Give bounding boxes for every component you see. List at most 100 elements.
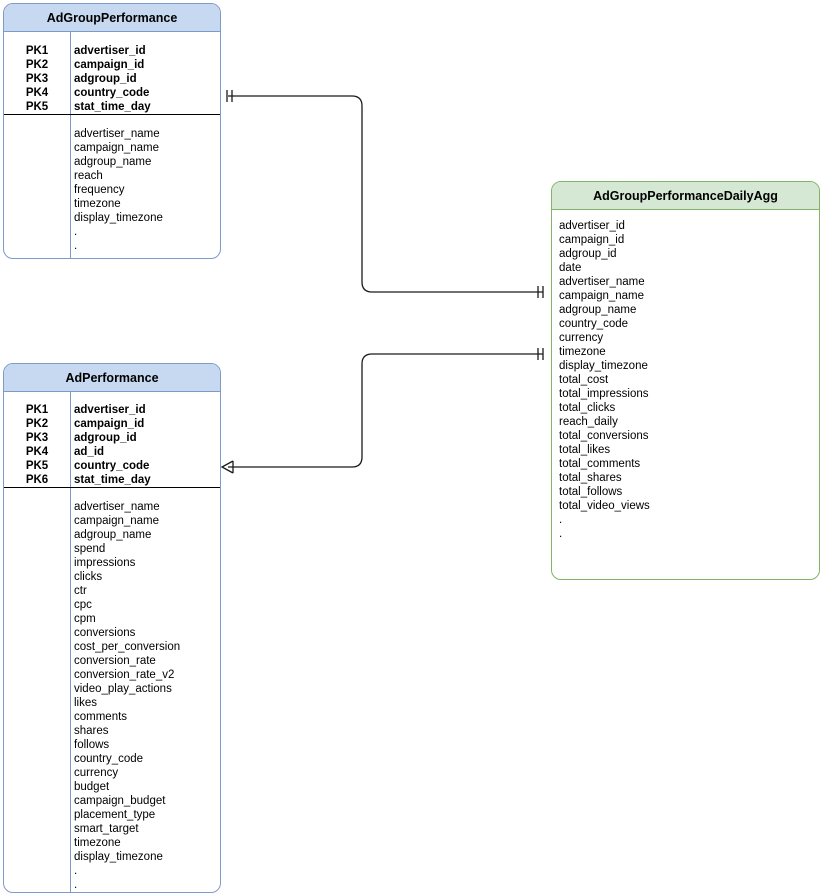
key-label: PK4	[25, 446, 49, 458]
attribute: shares	[74, 725, 109, 737]
cardinality-one-and-only-one-left	[226, 90, 233, 102]
attribute: timezone	[74, 198, 121, 210]
key-label: PK2	[25, 418, 49, 430]
relationship-adgroup-to-agg[interactable]	[226, 90, 544, 298]
attribute: .	[74, 865, 78, 877]
key-label: PK5	[25, 101, 49, 113]
attribute: currency	[74, 767, 119, 779]
entity-adgroup-performance[interactable]: AdGroupPerformance PK1 PK2 PK3 PK4 PK5 a…	[3, 3, 221, 259]
key-label: PK3	[25, 73, 49, 85]
entity-ad-performance[interactable]: AdPerformance PK1 PK2 PK3 PK4 PK5 PK6 ad…	[3, 363, 221, 893]
attribute: comments	[74, 711, 128, 723]
attribute: cpc	[74, 599, 92, 611]
attribute: adgroup_name	[74, 156, 152, 168]
attribute: total_impressions	[559, 388, 649, 400]
attribute: ctr	[74, 585, 87, 597]
attribute: advertiser_id	[559, 220, 625, 232]
attributes-adgroup-performance-daily-agg: advertiser_id campaign_id adgroup_id dat…	[559, 219, 650, 541]
key-attribute-divider	[4, 487, 220, 488]
relationship-ad-to-agg[interactable]	[220, 348, 544, 474]
attribute: cpm	[74, 613, 96, 625]
key-field: country_code	[74, 460, 150, 472]
attribute: reach	[74, 170, 103, 182]
entity-body-adgroup-performance-daily-agg: advertiser_id campaign_id adgroup_id dat…	[552, 210, 819, 579]
attribute: video_play_actions	[74, 683, 172, 695]
key-field: advertiser_id	[74, 45, 146, 57]
cardinality-one-and-only-one-right	[537, 286, 544, 298]
key-field: country_code	[74, 87, 150, 99]
key-field: stat_time_day	[74, 101, 151, 113]
cardinality-one-and-only-one-right-2	[537, 348, 544, 360]
attribute: campaign_budget	[74, 795, 166, 807]
attribute: total_clicks	[559, 402, 616, 414]
attribute: budget	[74, 781, 110, 793]
key-column-divider	[70, 32, 71, 258]
attribute: total_comments	[559, 458, 641, 470]
attribute: timezone	[559, 346, 606, 358]
attribute: advertiser_name	[74, 501, 160, 513]
attribute: .	[74, 879, 78, 891]
attribute: reach_daily	[559, 416, 618, 428]
attribute: currency	[559, 332, 604, 344]
attribute: conversions	[74, 627, 136, 639]
key-label: PK2	[25, 59, 49, 71]
attribute: total_cost	[559, 374, 609, 386]
attribute: cost_per_conversion	[74, 641, 181, 653]
attribute: campaign_id	[559, 234, 625, 246]
attribute: total_shares	[559, 472, 622, 484]
key-field: ad_id	[74, 446, 105, 458]
key-field: advertiser_id	[74, 404, 146, 416]
entity-body-adgroup-performance: PK1 PK2 PK3 PK4 PK5 advertiser_id campai…	[4, 32, 220, 258]
key-labels-ad-performance: PK1 PK2 PK3 PK4 PK5 PK6	[4, 403, 70, 487]
attribute: total_follows	[559, 486, 623, 498]
attributes-adgroup-performance: advertiser_name campaign_name adgroup_na…	[74, 127, 163, 253]
attribute: total_conversions	[559, 430, 649, 442]
key-field: adgroup_id	[74, 432, 137, 444]
attribute: conversion_rate_v2	[74, 669, 175, 681]
entity-body-ad-performance: PK1 PK2 PK3 PK4 PK5 PK6 advertiser_id ca…	[4, 392, 220, 892]
attribute: total_likes	[559, 444, 611, 456]
key-label: PK1	[25, 404, 49, 416]
entity-title-adgroup-performance: AdGroupPerformance	[4, 4, 220, 32]
attribute: country_code	[74, 753, 144, 765]
attribute: .	[559, 528, 563, 540]
attribute: .	[559, 514, 563, 526]
attribute: total_video_views	[559, 500, 650, 512]
key-label: PK5	[25, 460, 49, 472]
attribute: impressions	[74, 557, 136, 569]
attribute: likes	[74, 697, 98, 709]
key-attribute-divider	[4, 114, 220, 115]
attribute: campaign_name	[74, 142, 160, 154]
attribute: adgroup_name	[74, 529, 152, 541]
attribute: adgroup_id	[559, 248, 617, 260]
key-fields-ad-performance: advertiser_id campaign_id adgroup_id ad_…	[74, 403, 151, 487]
attribute: campaign_name	[559, 290, 645, 302]
attribute: display_timezone	[559, 360, 648, 372]
key-column-divider	[70, 392, 71, 892]
entity-title-ad-performance: AdPerformance	[4, 364, 220, 392]
attribute: adgroup_name	[559, 304, 637, 316]
attribute: .	[74, 226, 78, 238]
entity-title-adgroup-performance-daily-agg: AdGroupPerformanceDailyAgg	[552, 182, 819, 210]
attribute: smart_target	[74, 823, 139, 835]
attribute: follows	[74, 739, 110, 751]
attribute: clicks	[74, 571, 103, 583]
attribute: frequency	[74, 184, 125, 196]
attribute: campaign_name	[74, 515, 160, 527]
attribute: advertiser_name	[559, 276, 645, 288]
attribute: date	[559, 262, 582, 274]
key-field: adgroup_id	[74, 73, 137, 85]
key-field: stat_time_day	[74, 474, 151, 486]
key-labels-adgroup-performance: PK1 PK2 PK3 PK4 PK5	[4, 44, 70, 114]
attribute: display_timezone	[74, 212, 163, 224]
attribute: conversion_rate	[74, 655, 156, 667]
attribute: placement_type	[74, 809, 156, 821]
key-fields-adgroup-performance: advertiser_id campaign_id adgroup_id cou…	[74, 44, 151, 114]
attribute: timezone	[74, 837, 121, 849]
entity-adgroup-performance-daily-agg[interactable]: AdGroupPerformanceDailyAgg advertiser_id…	[551, 181, 820, 580]
attribute: spend	[74, 543, 106, 555]
key-field: campaign_id	[74, 59, 145, 71]
key-label: PK3	[25, 432, 49, 444]
attributes-ad-performance: advertiser_name campaign_name adgroup_na…	[74, 500, 180, 892]
